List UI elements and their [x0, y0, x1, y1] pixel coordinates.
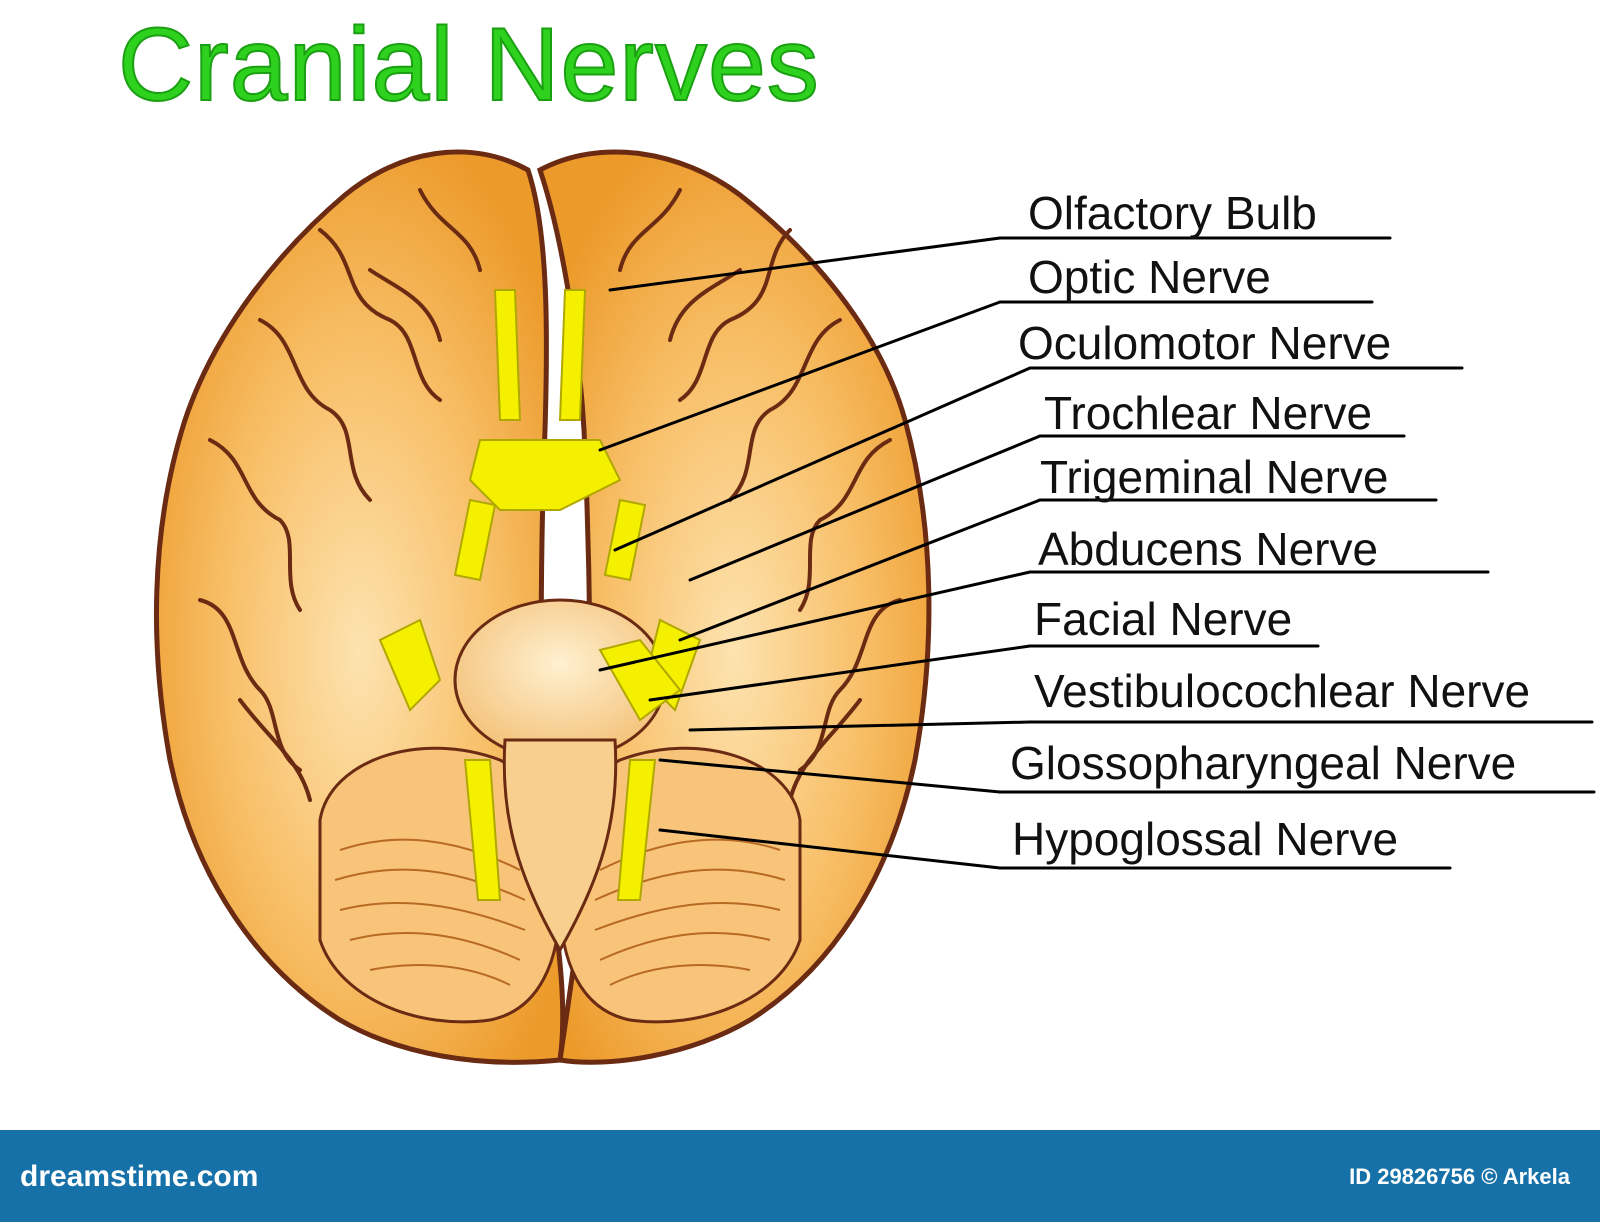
label-trigeminal-nerve: Trigeminal Nerve [1040, 451, 1389, 503]
olfactory-tract-right [558, 289, 587, 421]
leader-trochlear [688, 434, 1042, 582]
optic-chiasm [468, 439, 622, 511]
optic-tract-left [453, 498, 497, 582]
medulla [502, 738, 618, 954]
label-facial-nerve: Facial Nerve [1034, 593, 1293, 645]
label-glossopharyngeal-nerve: Glossopharyngeal Nerve [1010, 737, 1517, 789]
label-oculomotor-nerve: Oculomotor Nerve [1018, 317, 1392, 369]
trigeminal-left [378, 618, 442, 712]
footer-bar: dreamstime.com ID 29826756 © Arkela [0, 1130, 1600, 1222]
diagram-title: Cranial Nerves [117, 7, 820, 124]
footer-credit: ID 29826756 © Arkela [1349, 1164, 1570, 1189]
leader-hypoglossal [658, 828, 1002, 870]
hypoglossal-left [463, 759, 502, 901]
brain-illustration [153, 149, 1596, 1065]
footer-brand: dreamstime.com [20, 1160, 259, 1193]
label-trochlear-nerve: Trochlear Nerve [1044, 387, 1373, 439]
leader-lines [598, 236, 1596, 870]
optic-tract-right [603, 498, 647, 582]
leader-vestibulocochlear [688, 720, 1032, 732]
label-optic-nerve: Optic Nerve [1028, 251, 1271, 303]
olfactory-tract-left [493, 289, 522, 421]
leader-olfactory [608, 236, 1002, 292]
leader-optic [598, 300, 1002, 452]
leader-trigeminal [678, 498, 1042, 642]
leader-oculomotor [613, 366, 1032, 552]
leader-glossopharyngeal [658, 758, 1002, 794]
hypoglossal-right [616, 759, 657, 901]
leader-abducens [598, 570, 1032, 672]
label-abducens-nerve: Abducens Nerve [1038, 523, 1379, 575]
label-vestibulocochlear-nerve: Vestibulocochlear Nerve [1034, 665, 1531, 717]
diagram-stage: Cranial Nerves [117, 7, 1596, 1065]
leader-facial [648, 644, 1032, 702]
label-olfactory-bulb: Olfactory Bulb [1028, 187, 1317, 239]
brain-sulci [198, 188, 902, 802]
label-hypoglossal-nerve: Hypoglossal Nerve [1012, 813, 1399, 865]
